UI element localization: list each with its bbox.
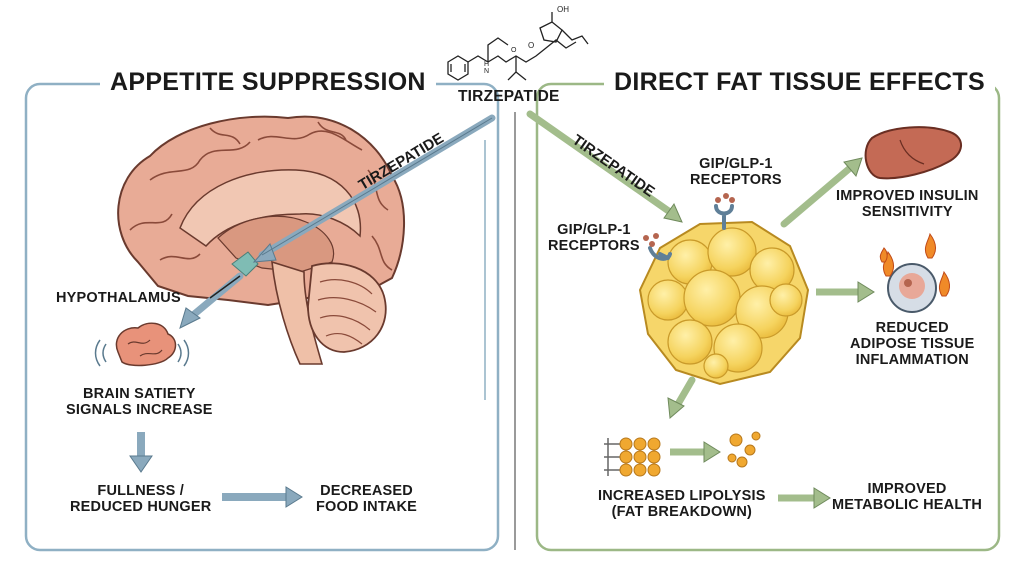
receptor-icon [714,193,735,230]
molecule-o-label: O [528,41,534,50]
molecule-n-label: N [484,68,489,75]
flame-icon [879,232,951,297]
lipolysis-line-1: INCREASED LIPOLYSIS [598,488,766,504]
inflammation-line-2: ADIPOSE TISSUE [850,336,975,353]
lipid-breakdown-arrowhead [703,441,721,463]
tirzepatide-to-fat-arrowhead [663,202,683,223]
satiety-line-1: BRAIN SATIETY [82,386,196,402]
receptor-icon-left [643,233,672,261]
insulin-line-1: IMPROVED INSULIN [836,188,979,204]
brain-icon [94,322,190,367]
inflammation-label: REDUCED ADIPOSE TISSUE INFLAMMATION [850,320,974,369]
fat-to-insulin-arrowhead [843,157,863,177]
drug-name-label: TIRZEPATIDE [458,88,560,105]
inflamed-cell-icon [887,263,937,313]
metabolic-label: IMPROVED METABOLIC HEALTH [832,481,982,513]
satiety-to-fullness-arrowhead [129,455,153,473]
metabolic-line-1: IMPROVED [867,481,947,497]
intake-line-2: FOOD INTAKE [316,499,418,516]
fullness-label: FULLNESS / REDUCED HUNGER [70,483,211,515]
inflammation-line-1: REDUCED [875,320,949,336]
fat-to-lipolysis-arrowhead [667,397,685,420]
fat-to-lipolysis-arrow [674,376,696,408]
hypothalamus-pointer [209,275,241,299]
satiety-label: BRAIN SATIETY SIGNALS INCREASE [66,386,213,418]
fullness-line-1: FULLNESS / [97,483,184,499]
fat-cell-icon [638,220,810,386]
molecule-oh-label: OH [557,5,569,14]
insulin-label: IMPROVED INSULIN SENSITIVITY [836,188,979,220]
fullness-line-2: REDUCED HUNGER [70,499,212,516]
fullness-to-intake-arrowhead [285,486,303,508]
receptor-left-label: GIP/GLP-1 RECEPTORS [548,222,640,254]
hypothalamus-label: HYPOTHALAMUS [56,290,181,306]
receptor-left-line-1: GIP/GLP-1 [557,222,631,238]
satiety-line-2: SIGNALS INCREASE [66,402,213,419]
receptor-top-line-1: GIP/GLP-1 [699,156,773,172]
left-panel-title: APPETITE SUPPRESSION [100,70,436,95]
insulin-line-2: SENSITIVITY [861,204,953,221]
free-fatty-acids-icon [727,431,761,468]
hypothalamus-to-satiety-arrowhead [179,307,201,329]
receptor-left-line-2: RECEPTORS [548,238,640,255]
inflammation-line-3: INFLAMMATION [855,352,969,369]
lipid-molecules-icon [604,437,661,477]
molecule-o2-label: O [511,47,517,54]
molecule-h-label: H [484,61,489,68]
liver-icon [864,126,962,180]
metabolic-line-2: METABOLIC HEALTH [832,497,983,514]
lipolysis-label: INCREASED LIPOLYSIS (FAT BREAKDOWN) [598,488,766,520]
lipolysis-line-2: (FAT BREAKDOWN) [611,504,753,521]
intake-line-1: DECREASED [320,483,413,499]
lipolysis-to-metabolic-arrowhead [813,487,831,509]
fat-to-inflammation-arrowhead [857,281,875,303]
molecule-icon [447,12,589,81]
receptor-top-label: GIP/GLP-1 RECEPTORS [690,156,782,188]
receptor-top-line-2: RECEPTORS [690,172,782,189]
tirzepatide-to-fat-arrow [526,110,674,216]
right-panel-title: DIRECT FAT TISSUE EFFECTS [604,70,995,95]
fat-to-insulin-arrow [780,164,854,228]
intake-label: DECREASED FOOD INTAKE [316,483,417,515]
